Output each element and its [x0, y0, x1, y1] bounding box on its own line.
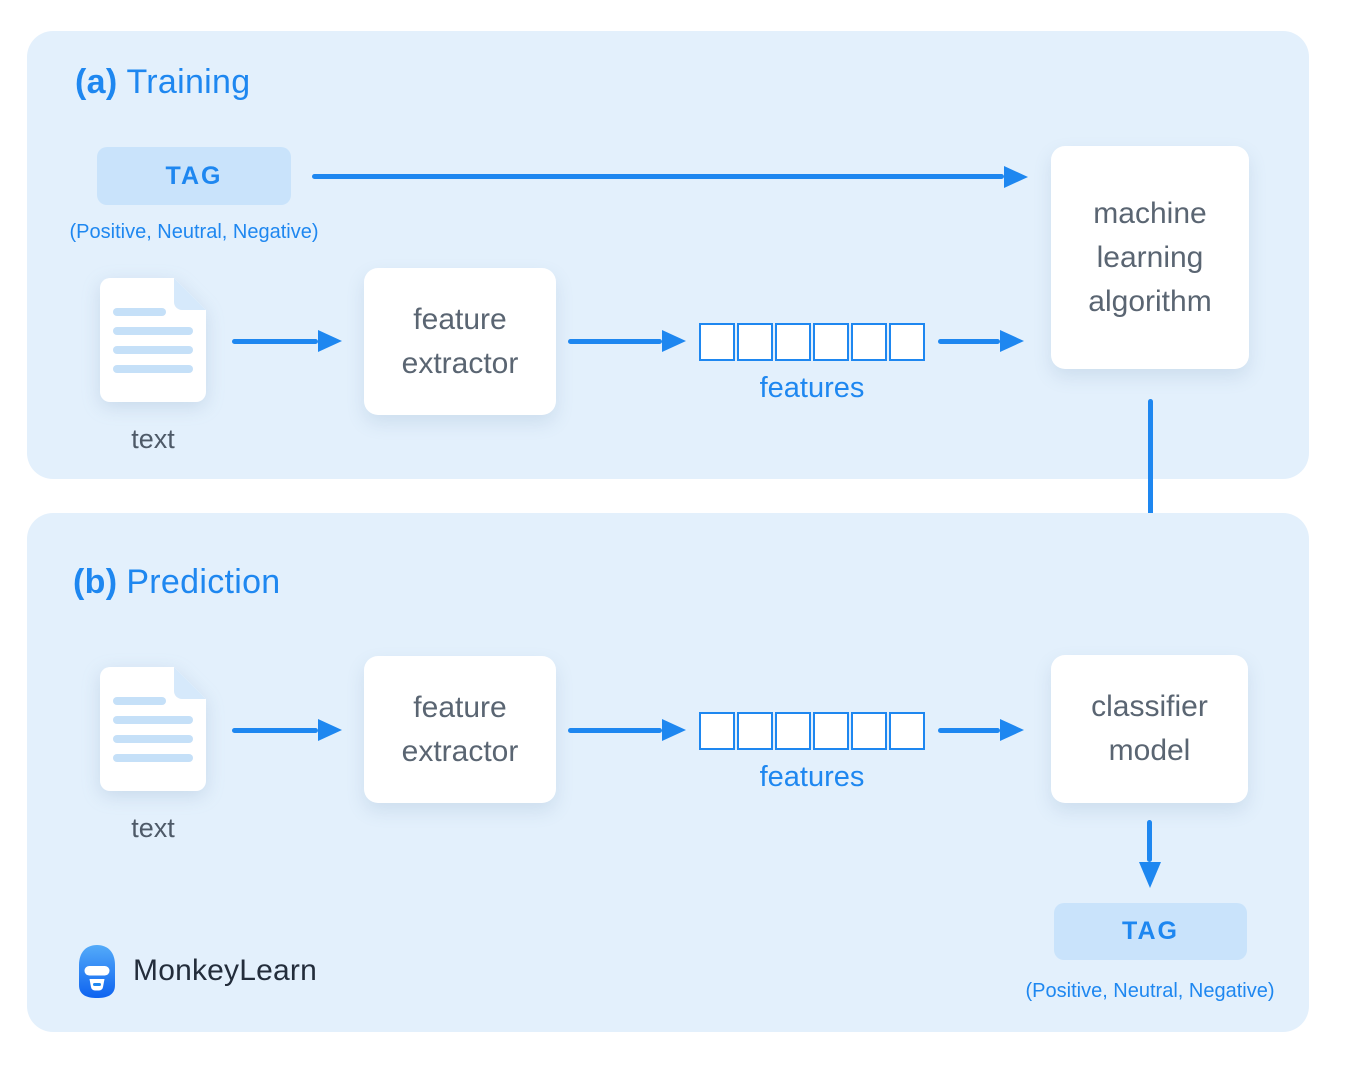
arrow-extractor-to-features-head: [662, 719, 686, 741]
brand-name: MonkeyLearn: [133, 954, 317, 987]
feature-cell: [851, 323, 887, 361]
feature-cell: [699, 323, 735, 361]
prediction-features-label: features: [759, 761, 865, 793]
feature-cell: [813, 712, 849, 750]
text-document-icon: [100, 667, 206, 791]
feature-cell: [737, 323, 773, 361]
feature-cell: [851, 712, 887, 750]
prediction-title-prefix: (b): [73, 563, 118, 601]
features-vector: [699, 712, 925, 750]
arrow-extractor-to-features-line: [568, 339, 662, 344]
arrow-extractor-to-features-head: [662, 330, 686, 352]
arrow-algorithm-to-model-line: [1148, 399, 1153, 591]
arrow-model-to-tag-line: [1147, 820, 1152, 862]
arrow-text-to-extractor-line: [232, 728, 318, 733]
arrow-text-to-extractor-head: [318, 719, 342, 741]
feature-cell: [889, 712, 925, 750]
training-text-label: text: [131, 424, 175, 454]
training-tag-box: TAG: [97, 147, 291, 205]
arrow-extractor-to-features-line: [568, 728, 662, 733]
training-title: (a)Training: [75, 63, 250, 102]
arrow-tag-to-algorithm-line: [312, 174, 1004, 179]
prediction-title: (b)Prediction: [73, 563, 281, 602]
arrow-model-to-tag-head: [1139, 862, 1161, 888]
training-tag-label: TAG: [165, 161, 223, 190]
arrow-features-to-algorithm-head: [1000, 330, 1024, 352]
brand-logo: MonkeyLearn: [77, 943, 317, 999]
feature-cell: [889, 323, 925, 361]
feature-extractor-box: feature extractor: [364, 268, 556, 415]
feature-cell: [775, 712, 811, 750]
arrow-text-to-extractor-line: [232, 339, 318, 344]
arrow-features-to-algorithm-line: [938, 339, 1000, 344]
feature-cell: [699, 712, 735, 750]
text-document-icon: [100, 278, 206, 402]
training-title-text: Training: [126, 63, 251, 101]
prediction-panel: (b)Prediction text feature extractor fea…: [27, 513, 1309, 1032]
prediction-text-label: text: [131, 813, 175, 843]
classifier-model-box: classifier model: [1051, 655, 1248, 803]
arrow-features-to-model-line: [938, 728, 1000, 733]
arrow-tag-to-algorithm-head: [1004, 166, 1028, 188]
arrow-features-to-model-head: [1000, 719, 1024, 741]
feature-extractor-box: feature extractor: [364, 656, 556, 803]
prediction-tag-values: (Positive, Neutral, Negative): [1025, 980, 1275, 1002]
monkeylearn-icon: [79, 945, 115, 998]
prediction-tag-box: TAG: [1054, 903, 1247, 960]
training-panel: (a)Training TAG (Positive, Neutral, Nega…: [27, 31, 1309, 479]
arrow-text-to-extractor-head: [318, 330, 342, 352]
training-title-prefix: (a): [75, 63, 118, 101]
training-tag-values: (Positive, Neutral, Negative): [69, 221, 319, 243]
feature-cell: [737, 712, 773, 750]
prediction-title-text: Prediction: [126, 563, 281, 601]
feature-cell: [813, 323, 849, 361]
feature-cell: [775, 323, 811, 361]
machine-learning-algorithm-box: machine learning algorithm: [1051, 146, 1249, 369]
prediction-tag-label: TAG: [1122, 917, 1179, 945]
features-vector: [699, 323, 925, 361]
training-features-label: features: [759, 372, 865, 404]
